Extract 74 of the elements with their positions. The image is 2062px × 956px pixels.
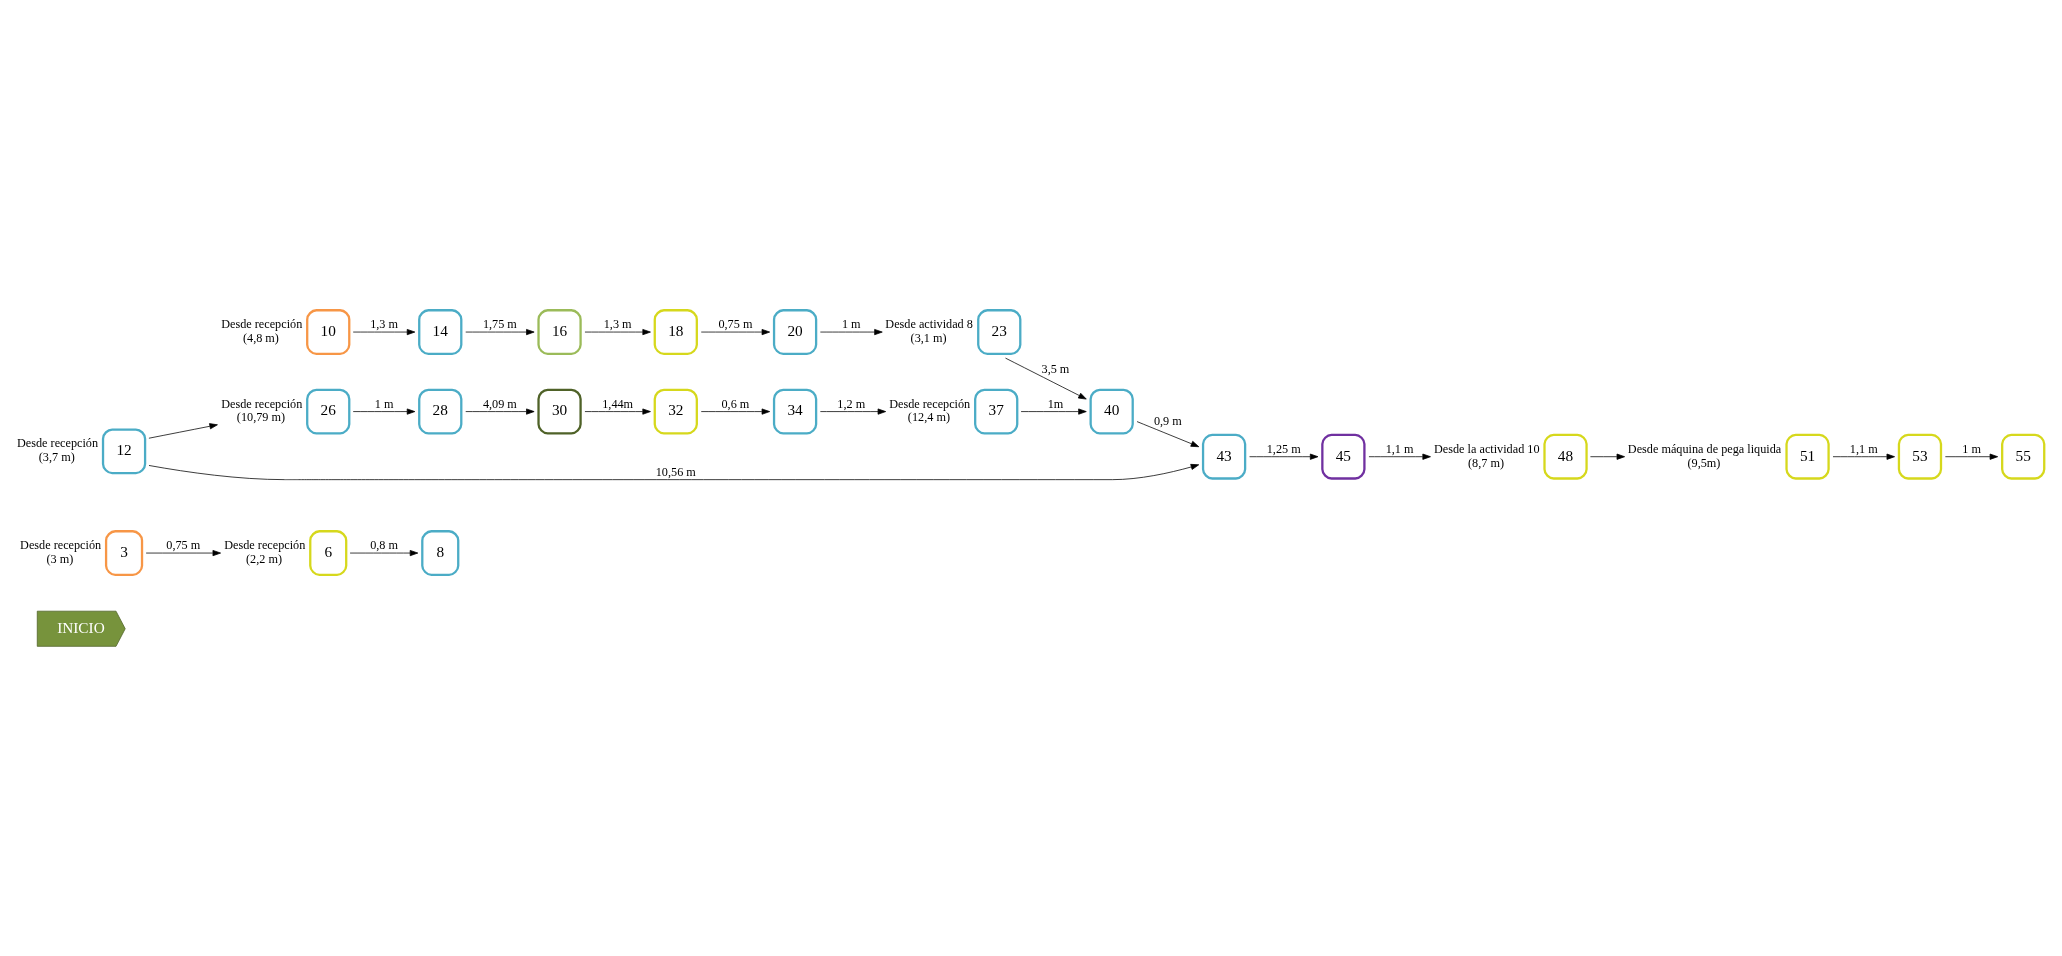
arrow [148, 463, 1200, 480]
arrow [352, 408, 416, 415]
arrow [819, 328, 883, 335]
node-box: 30 [537, 388, 582, 435]
node-box: 3 [104, 529, 144, 576]
arrow [1020, 408, 1087, 415]
node-box: 28 [418, 388, 463, 435]
edge-label: 0,75 m [166, 537, 201, 552]
edge-label: 1,3 m [370, 316, 398, 331]
edge-label: 1 m [841, 316, 861, 331]
edge-label: 0,6 m [721, 396, 750, 411]
arrow [1005, 357, 1087, 399]
edge-label: 1 m [374, 396, 394, 411]
arrow [1136, 420, 1200, 447]
node-box: 12 [101, 427, 147, 474]
arrow [148, 422, 218, 439]
node-label: Desde recepción (3 m) [20, 537, 102, 566]
node-box: 51 [1785, 433, 1830, 480]
arrow [584, 328, 651, 335]
arrow [349, 549, 419, 556]
node-label: Desde recepción (12,4 m) [889, 396, 971, 424]
node-box: 40 [1089, 388, 1134, 435]
edge-label: 0,9 m [1153, 413, 1182, 428]
edge-label: 0,8 m [370, 537, 398, 552]
arrow [1590, 453, 1625, 460]
edge-label: 1,1 m [1385, 441, 1414, 456]
arrow [1368, 453, 1431, 460]
node-box: 8 [421, 529, 460, 576]
arrow [1944, 453, 1999, 460]
node-box: 26 [306, 388, 351, 435]
node-box: 43 [1201, 433, 1247, 480]
edge-label: 1,75 m [482, 316, 517, 331]
edge-label: 1,44m [602, 396, 634, 411]
node-box: 23 [977, 308, 1022, 355]
node-box: 32 [653, 388, 698, 435]
arrow [1249, 453, 1319, 460]
node-label: Desde actividad 8 (3,1 m) [885, 316, 973, 345]
arrow [352, 328, 416, 335]
node-box: 53 [1897, 433, 1943, 480]
edge-label: 1,3 m [603, 316, 632, 331]
arrow [465, 328, 535, 335]
arrow [145, 549, 221, 556]
node-box: 48 [1543, 433, 1588, 480]
node-box: 18 [653, 308, 698, 355]
node-box: 10 [306, 308, 351, 355]
node-label: Desde máquina de pega liquida (9,5m) [1627, 441, 1782, 469]
node-box: 16 [537, 308, 582, 355]
node-label: Desde recepción (10,79 m) [221, 396, 303, 424]
node-label: Desde recepción (2,2 m) [224, 537, 306, 566]
arrow [465, 408, 535, 415]
arrow [584, 408, 651, 415]
node-box: 55 [2001, 433, 2046, 480]
edge-label: 0,75 m [718, 316, 753, 331]
edge-label: 3,5 m [1041, 361, 1070, 376]
edge-label: 4,09 m [482, 396, 517, 411]
edge-label: 10,56 m [655, 464, 696, 479]
edge-label: 1,1 m [1849, 441, 1878, 456]
node-label: Desde la actividad 10 (8,7 m) [1434, 441, 1540, 469]
node-box: 34 [772, 388, 818, 435]
edge-label: 1,2 m [837, 396, 866, 411]
arrow [819, 408, 887, 415]
arrow [700, 408, 771, 415]
node-box: 45 [1321, 433, 1366, 480]
edge-label: 1 m [1962, 441, 1981, 456]
arrow [700, 328, 771, 335]
node-box: 37 [974, 388, 1019, 435]
node-label: Desde recepción (4,8 m) [221, 316, 303, 345]
arrow [1832, 453, 1895, 460]
node-label: Desde recepción (3,7 m) [17, 435, 99, 464]
node-box: 20 [772, 308, 818, 355]
node-box: 14 [418, 308, 463, 355]
node-box: 6 [309, 529, 348, 576]
edge-label: 1,25 m [1266, 441, 1301, 456]
edge-label: 1m [1047, 396, 1064, 411]
